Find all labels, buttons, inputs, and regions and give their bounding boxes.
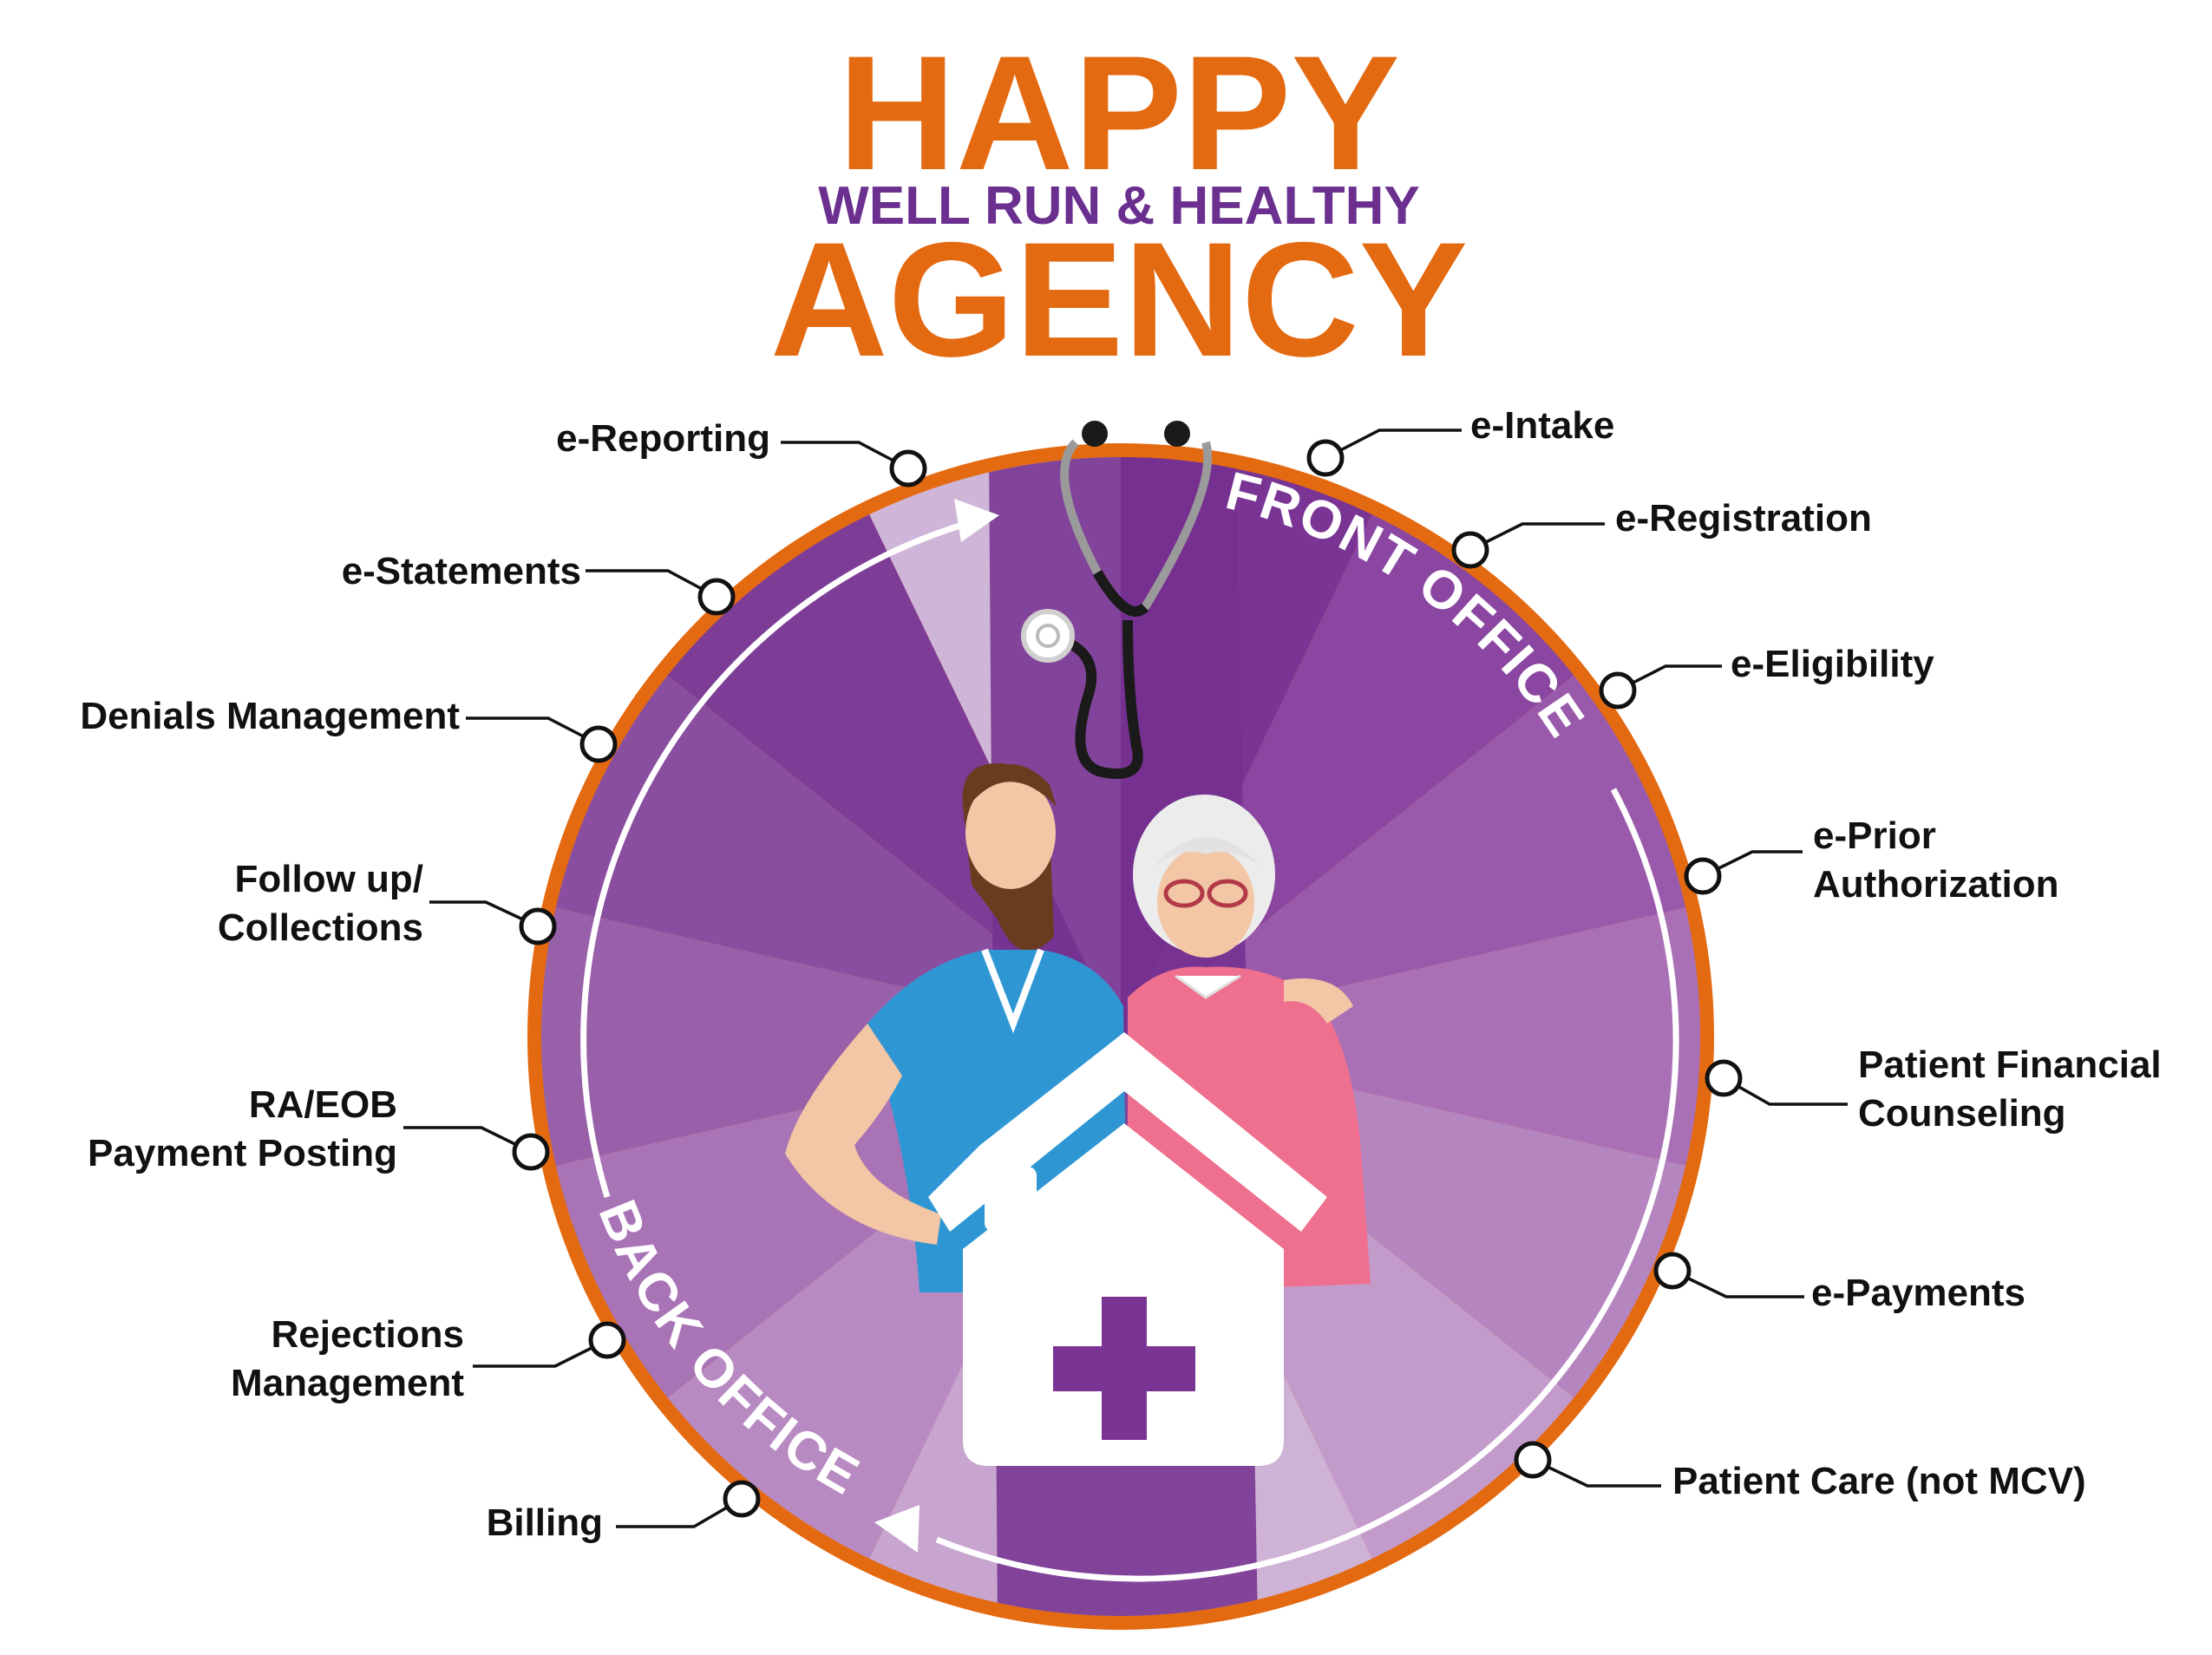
callout-label-line: e-Payments: [1811, 1272, 2025, 1314]
callout-leader-line: [1723, 1076, 1848, 1106]
callout-leader-line: [466, 716, 599, 746]
wheel-sector: [1121, 657, 1700, 1037]
callout-label-line: e-Statements: [342, 550, 581, 592]
callout-label: Denials Management: [80, 695, 460, 737]
callout-label: Patient Care (not MCV): [1672, 1460, 2086, 1502]
title-agency: AGENCY: [770, 208, 1468, 390]
front-office-arrow-icon: [874, 1505, 919, 1553]
front-office-flow-arc: [935, 788, 1679, 1582]
callout-label-line: Patient Financial: [1858, 1043, 2162, 1086]
callout-leader-line: [616, 1497, 743, 1528]
callout-label-line: Rejections: [271, 1313, 464, 1356]
callout-label: Follow up/Collections: [218, 858, 423, 949]
callout-label-line: Payment Posting: [88, 1132, 397, 1174]
callout-label-line: e-Registration: [1615, 497, 1872, 540]
callout-dot-icon: [889, 449, 927, 487]
callout-dot-icon: [579, 725, 618, 763]
callout-label-line: e-Eligibility: [1731, 643, 1934, 685]
callout-dot-icon: [1514, 1441, 1552, 1479]
callout-item: Patient Care (not MCV): [1514, 1441, 2086, 1502]
house-medical-cross-icon: [928, 1032, 1327, 1466]
title-subtitle: WELL RUN & HEALTHY: [818, 176, 1419, 236]
callout-dot-icon: [1705, 1059, 1743, 1097]
callout-label: Billing: [487, 1501, 603, 1544]
callout-item: Denials Management: [80, 695, 618, 763]
callout-item: Billing: [487, 1480, 761, 1544]
callout-label-line: e-Intake: [1470, 404, 1614, 447]
callout-dot-icon: [519, 907, 557, 945]
callout-label-line: Management: [231, 1362, 464, 1404]
callout-leader-line: [586, 569, 717, 599]
callout-leader-line: [1672, 1269, 1804, 1298]
callout-label-line: Denials Management: [80, 695, 460, 737]
back-office-arrow-icon: [954, 499, 999, 542]
callout-label: e-Intake: [1470, 404, 1614, 447]
callout-dot-icon: [1653, 1252, 1692, 1290]
callout-dot-icon: [588, 1321, 626, 1359]
callout-dot-icon: [1306, 439, 1345, 477]
callout-item: e-Intake: [1306, 404, 1614, 477]
callout-item: e-Reporting: [556, 417, 927, 487]
wheel: FRONT OFFICE BACK OFFICE: [527, 421, 1714, 1630]
callout-item: Follow up/Collections: [218, 858, 557, 949]
callout-label-line: Patient Care (not MCV): [1672, 1460, 2086, 1502]
callout-label-line: Authorization: [1813, 863, 2059, 906]
callout-item: e-Registration: [1451, 497, 1872, 569]
callout-label-line: RA/EOB: [249, 1083, 397, 1126]
callout-item: RA/EOB Payment Posting: [88, 1083, 550, 1174]
callout-label: e-Statements: [342, 550, 581, 592]
callout-item: e-Eligibility: [1599, 643, 1934, 710]
callout-leader-line: [1469, 522, 1605, 552]
callout-leader-line: [1532, 1458, 1661, 1488]
title-happy: HAPPY: [838, 22, 1400, 204]
callout-label: e-Payments: [1811, 1272, 2025, 1314]
callout-dot-icon: [723, 1480, 761, 1518]
wheel-sector: [1121, 901, 1700, 1172]
callout-dot-icon: [1599, 671, 1637, 710]
callout-label-line: Collections: [218, 906, 423, 949]
callout-label-line: Billing: [487, 1501, 603, 1544]
callout-leader-line: [1325, 428, 1462, 460]
callout-dot-icon: [1684, 857, 1722, 895]
wheel-sector: [541, 657, 1121, 1037]
callout-label: RA/EOB Payment Posting: [88, 1083, 397, 1174]
callout-label: e-Registration: [1615, 497, 1872, 540]
callout-leader-line: [781, 441, 909, 470]
callout-item: e-Payments: [1653, 1252, 2025, 1314]
callout-label-line: Counseling: [1858, 1092, 2066, 1135]
callout-label-line: e-Reporting: [556, 417, 770, 460]
wheel-sector: [541, 901, 1121, 1172]
back-office-flow-arc: [580, 521, 965, 1199]
callout-dot-icon: [1451, 531, 1489, 569]
callout-label: e-Eligibility: [1731, 643, 1934, 685]
callout-leader-line: [429, 900, 539, 928]
callout-leader-line: [473, 1338, 608, 1368]
callout-label: e-Reporting: [556, 417, 770, 460]
stethoscope-icon: [1021, 421, 1213, 779]
callout-dot-icon: [512, 1133, 550, 1171]
callout-leader-line: [403, 1126, 532, 1154]
callout-item: e-Statements: [342, 550, 736, 616]
callout-label-line: e-Prior: [1813, 814, 1936, 857]
callout-dot-icon: [697, 578, 736, 616]
callout-label-line: Follow up/: [234, 858, 423, 900]
